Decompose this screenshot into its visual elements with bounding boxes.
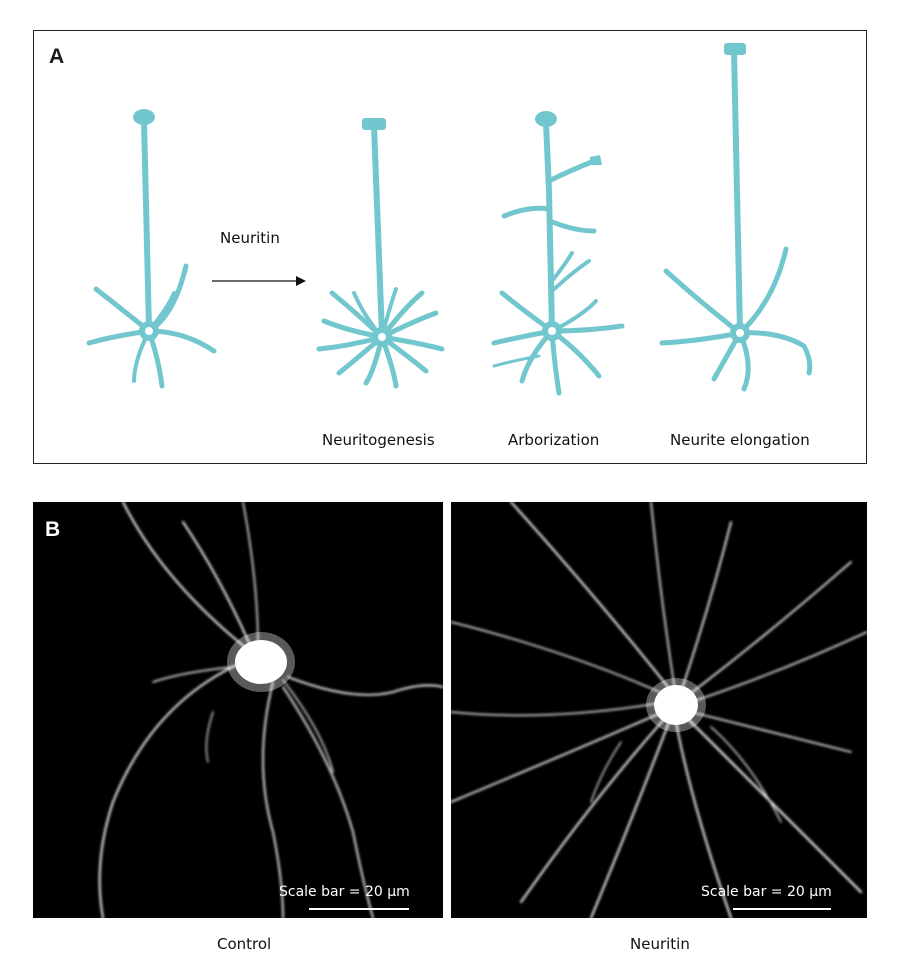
neuritin-neuron-image [451,502,867,918]
micrograph-control: Scale bar = 20 μm [33,502,443,918]
neuron-elongation [659,48,813,392]
arrow-label: Neuritin [220,229,280,247]
micrograph-neuritin: Scale bar = 20 μm [451,502,867,918]
control-neuron-image [98,502,443,918]
panel-a-letter: A [49,45,65,68]
caption-neurite-elongation: Neurite elongation [670,431,810,449]
arrow-icon [212,276,306,286]
neuron-diagram [86,43,813,396]
neuron-neuritogenesis [316,123,445,389]
neuritin-scale-bar [733,908,831,910]
caption-arborization: Arborization [508,431,600,449]
label-control: Control [217,935,272,953]
label-neuritin: Neuritin [630,935,690,953]
caption-neuritogenesis: Neuritogenesis [322,431,435,449]
control-scale-bar [309,908,409,910]
panel-a-schematic: A [33,30,867,464]
neuron-baseline [86,118,217,389]
panel-b-letter: B [45,518,61,541]
control-scale-text: Scale bar = 20 μm [279,884,410,900]
neuron-arborization [491,120,625,396]
neuritin-scale-text: Scale bar = 20 μm [701,884,832,900]
